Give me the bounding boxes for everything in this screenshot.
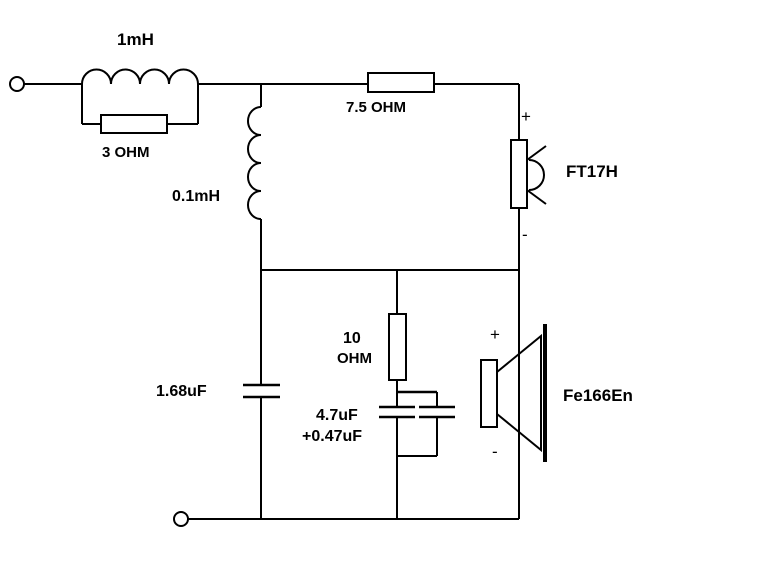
zobel-network <box>379 270 455 519</box>
tweeter-ft17h <box>510 139 547 209</box>
label-1-68uf: 1.68uF <box>156 383 207 400</box>
capacitor-1-68uf <box>243 383 280 399</box>
label-0-47uf: +0.47uF <box>302 428 362 445</box>
inductor-0-1mh <box>247 84 262 270</box>
label-ft17h: FT17H <box>566 162 618 181</box>
woofer-minus: - <box>492 442 498 461</box>
top-wires <box>24 83 520 140</box>
resistor-10ohm <box>388 313 407 381</box>
label-0-1mh: 0.1mH <box>172 188 220 205</box>
resistor-3ohm <box>100 114 168 134</box>
label-3ohm: 3 OHM <box>102 144 150 161</box>
label-10: 10 <box>343 330 361 347</box>
resistor-7-5ohm <box>367 72 435 93</box>
input-terminal-bottom <box>173 511 189 527</box>
inductor-1mh <box>81 68 199 85</box>
tweeter-minus: - <box>522 225 528 244</box>
label-4-7uf: 4.7uF <box>316 407 358 424</box>
label-7-5ohm: 7.5 OHM <box>346 99 406 116</box>
woofer-plus: + <box>490 325 500 344</box>
label-ohm: OHM <box>337 350 372 367</box>
label-fe166en: Fe166En <box>563 386 633 405</box>
woofer-fe166en <box>480 324 547 462</box>
tweeter-plus: + <box>521 107 531 126</box>
label-1mh: 1mH <box>117 30 154 49</box>
middle-wires <box>188 208 520 520</box>
input-terminal-top <box>9 76 25 92</box>
parallel-resistor-branch <box>81 84 199 134</box>
